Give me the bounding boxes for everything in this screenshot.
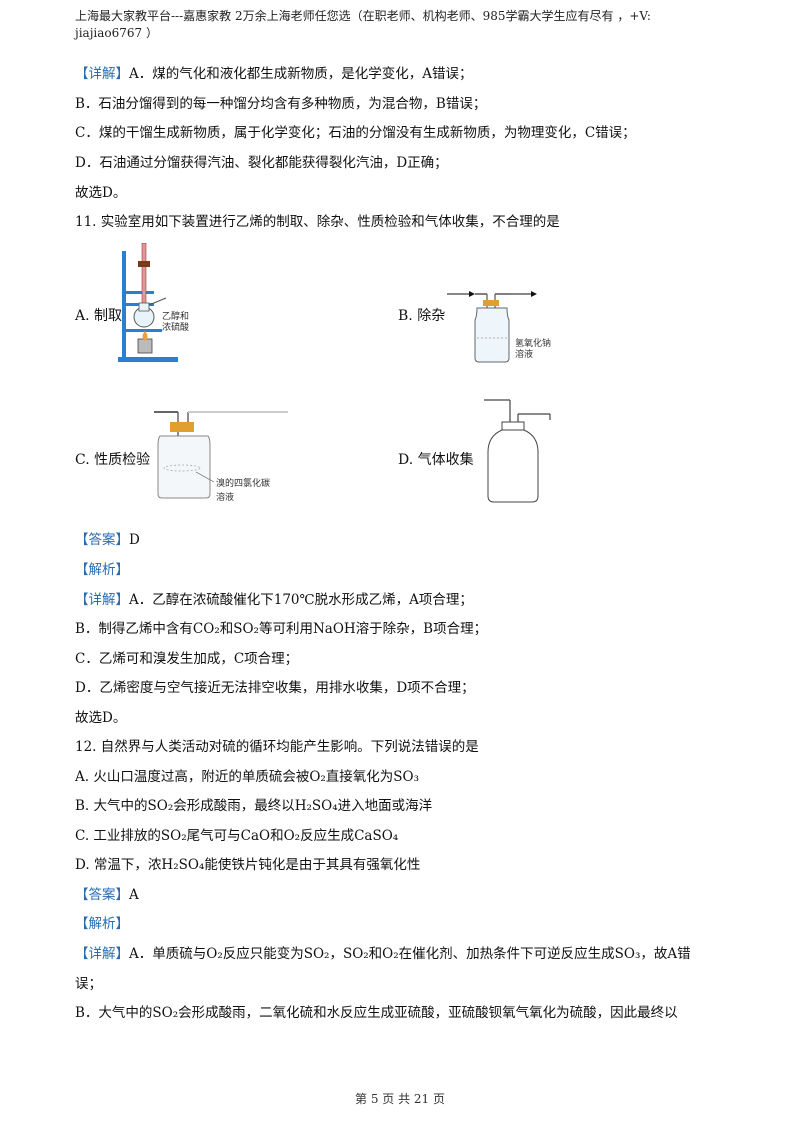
detail-12-line: 误；: [75, 976, 102, 992]
text-line: B．石油分馏得到的每一种馏分均含有多种物质，为混合物，B错误；: [75, 96, 487, 112]
text-line: 【详解】A．煤的气化和液化都生成新物质，是化学变化，A错误；: [75, 66, 473, 82]
header-line-1: 上海最大家教平台---嘉惠家教 2万余上海老师任您选（在职老师、机构老师、985…: [75, 9, 651, 23]
detail-11-line: C．乙烯可和溴发生加成，C项合理；: [75, 651, 299, 667]
apparatus-c-figure: 溴的四氯化碳 溶液: [154, 411, 288, 503]
label-naoh: 氢氧化钠: [515, 337, 551, 349]
apparatus-b-figure: 氢氧化钠 溶液: [447, 291, 551, 363]
option-a-label: A. 制取: [75, 308, 123, 324]
answer-12: 【答案】A: [75, 887, 139, 903]
detail-12-line: B．大气中的SO₂会形成酸雨，二氧化硫和水反应生成亚硫酸，亚硫酸钡氧气氧化为硫酸…: [75, 1005, 678, 1021]
page-footer: 第 5 页 共 21 页: [355, 1092, 445, 1106]
detail-11-line: D．乙烯密度与空气接近无法排空收集，用排水收集，D项不合理；: [75, 680, 475, 696]
label-bromine-ccl4: 溴的四氯化碳: [216, 477, 270, 489]
option-d-label: D. 气体收集: [398, 452, 474, 468]
label-conc-sulfuric: 浓硫酸: [162, 321, 189, 333]
detail-11-line: B．制得乙烯中含有CO₂和SO₂等可利用NaOH溶于除杂，B项合理；: [75, 621, 488, 637]
q12-option-b: B. 大气中的SO₂会形成酸雨，最终以H₂SO₄进入地面或海洋: [75, 798, 433, 814]
analysis-11: 【解析】: [75, 562, 129, 578]
page-header: 上海最大家教平台---嘉惠家教 2万余上海老师任您选（在职老师、机构老师、985…: [75, 8, 735, 42]
label-solution-b: 溶液: [515, 348, 533, 360]
label-ethanol: 乙醇和: [162, 310, 189, 322]
detail-12-line: 【详解】A．单质硫与O₂反应只能变为SO₂，SO₂和O₂在催化剂、加热条件下可逆…: [75, 946, 691, 962]
apparatus-d-figure: [484, 399, 551, 503]
text-line: 故选D。: [75, 185, 127, 201]
option-c-label: C. 性质检验: [75, 452, 151, 468]
q12-option-d: D. 常温下，浓H₂SO₄能使铁片钝化是由于其具有强氧化性: [75, 857, 421, 873]
q12-option-c: C. 工业排放的SO₂尾气可与CaO和O₂反应生成CaSO₄: [75, 828, 399, 844]
text-line: C．煤的干馏生成新物质，属于化学变化；石油的分馏没有生成新物质，为物理变化，C错…: [75, 125, 636, 141]
header-line-2: jiajiao6767 ）: [75, 26, 159, 40]
answer-11: 【答案】D: [75, 532, 140, 548]
q12-option-a: A. 火山口温度过高，附近的单质硫会被O₂直接氧化为SO₃: [75, 769, 420, 785]
detail-11-line: 故选D。: [75, 710, 127, 726]
label-solution-c: 溶液: [216, 491, 234, 503]
question-12-stem: 12. 自然界与人类活动对硫的循环均能产生影响。下列说法错误的是: [75, 739, 479, 755]
option-b-label: B. 除杂: [398, 308, 446, 324]
detail-11-line: 【详解】A．乙醇在浓硫酸催化下170℃脱水形成乙烯，A项合理；: [75, 592, 473, 608]
analysis-12: 【解析】: [75, 916, 129, 932]
question-11-stem: 11. 实验室用如下装置进行乙烯的制取、除杂、性质检验和气体收集，不合理的是: [75, 214, 560, 230]
text-line: D．石油通过分馏获得汽油、裂化都能获得裂化汽油，D正确；: [75, 155, 448, 171]
apparatus-a-figure: 乙醇和 浓硫酸: [118, 243, 189, 362]
